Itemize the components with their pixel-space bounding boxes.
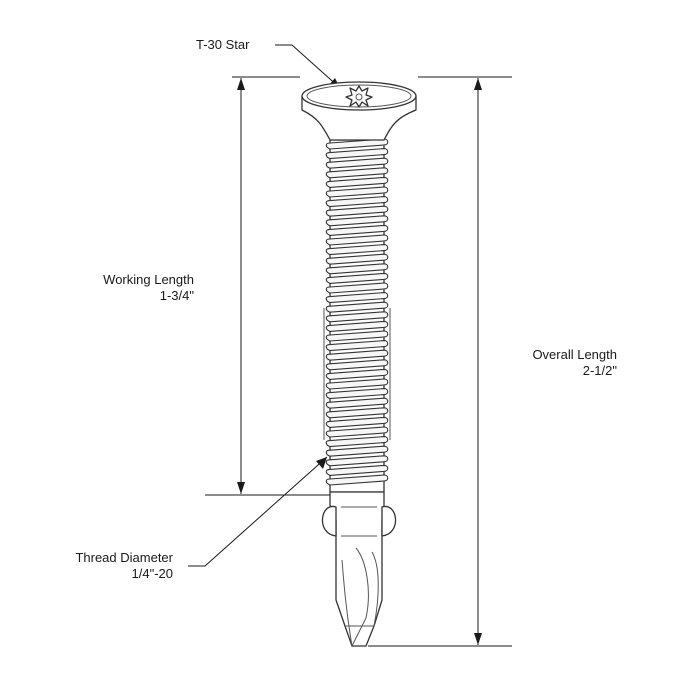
- thread-crest: [325, 244, 389, 256]
- thread-crest: [325, 388, 389, 400]
- thread-crest: [325, 378, 389, 390]
- star-drive-icon: [345, 85, 373, 108]
- thread-crest: [325, 301, 389, 313]
- thread-crest: [325, 320, 389, 332]
- thread-crest: [325, 234, 389, 246]
- thread-crest: [325, 263, 389, 275]
- thread-crest: [325, 253, 389, 265]
- drive-leader: [275, 44, 341, 89]
- thread-diameter-leader: [188, 456, 328, 567]
- thread-crest: [325, 368, 389, 380]
- thread-crest: [325, 205, 389, 217]
- drill-point: [321, 491, 397, 647]
- working-length-title: Working Length: [103, 272, 194, 287]
- thread-crest: [325, 464, 389, 476]
- overall-length-title: Overall Length: [532, 347, 617, 362]
- thread-crest: [325, 167, 389, 179]
- thread-crest: [325, 359, 389, 371]
- thread-crest: [325, 330, 389, 342]
- thread-crest: [325, 426, 389, 438]
- thread-shank: [323, 138, 391, 493]
- working-length-value: 1-3/4": [160, 288, 195, 303]
- drive-type-label: T-30 Star: [196, 37, 250, 52]
- screw: [301, 81, 417, 647]
- overall-length-value: 2-1/2": [583, 363, 618, 378]
- thread-crest: [325, 186, 389, 198]
- thread-crest: [325, 282, 389, 294]
- thread-crest: [325, 215, 389, 227]
- thread-crest: [325, 455, 389, 467]
- overall-length-dimension: [368, 76, 512, 647]
- thread-crest: [325, 407, 389, 419]
- thread-crest: [325, 196, 389, 208]
- thread-crest: [325, 397, 389, 409]
- screw-head: [301, 81, 417, 141]
- thread-crest: [325, 436, 389, 448]
- thread-crest: [325, 416, 389, 428]
- thread-diameter-title: Thread Diameter: [75, 550, 173, 565]
- working-length-dimension: [205, 76, 355, 496]
- thread-crest: [325, 445, 389, 457]
- thread-diameter-value: 1/4"-20: [132, 566, 173, 581]
- thread-crest: [325, 224, 389, 236]
- thread-crest: [325, 474, 389, 486]
- thread-crest: [325, 157, 389, 169]
- thread-crest: [325, 311, 389, 323]
- thread-crests: [325, 138, 389, 486]
- thread-crest: [325, 349, 389, 361]
- thread-crest: [325, 176, 389, 188]
- thread-crest: [325, 292, 389, 304]
- thread-crest: [325, 148, 389, 160]
- thread-crest: [325, 340, 389, 352]
- thread-crest: [325, 272, 389, 284]
